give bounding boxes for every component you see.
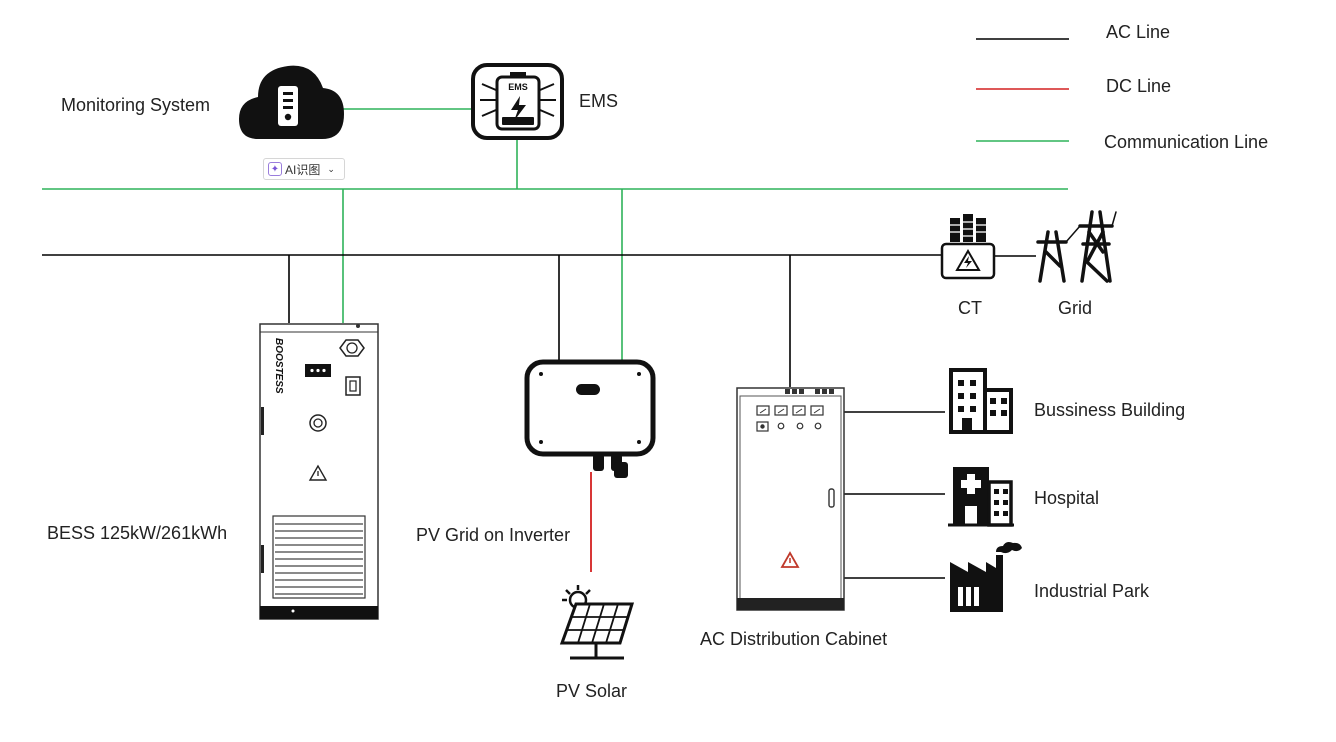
sparkle-icon: ✦ bbox=[268, 162, 282, 176]
ems-icon: EMS bbox=[471, 63, 564, 140]
solar-panel-icon bbox=[559, 585, 635, 660]
communication-lines bbox=[42, 108, 1068, 361]
ems-label: EMS bbox=[579, 91, 619, 111]
bess-label: BESS 125kW/261kWh bbox=[47, 523, 228, 543]
distribution-cabinet-icon bbox=[736, 387, 845, 611]
hospital-icon bbox=[948, 467, 1014, 527]
hospital-label: Hospital bbox=[1034, 488, 1100, 508]
transformer-icon bbox=[940, 214, 996, 280]
legend-ac-line-label: AC Line bbox=[1106, 22, 1171, 42]
chevron-down-icon: ⌄ bbox=[327, 163, 335, 174]
monitoring-system-label: Monitoring System bbox=[61, 95, 211, 115]
ac-cabinet-label: AC Distribution Cabinet bbox=[700, 629, 888, 649]
power-tower-icon bbox=[1036, 210, 1117, 283]
ai-recognize-button[interactable]: ✦ AI识图 ⌄ bbox=[263, 158, 345, 180]
office-building-icon bbox=[949, 368, 1013, 434]
ac-lines bbox=[42, 254, 1036, 579]
ai-recognize-label: AI识图 bbox=[285, 162, 321, 177]
ems-icon-text: EMS bbox=[508, 82, 528, 92]
grid-label: Grid bbox=[1058, 298, 1093, 318]
industrial-park-label: Industrial Park bbox=[1034, 581, 1150, 601]
bess-brand-text: BOOSTESS bbox=[273, 338, 284, 394]
cloud-server-icon bbox=[239, 65, 344, 139]
inverter-icon bbox=[524, 359, 656, 478]
business-building-label: Bussiness Building bbox=[1034, 400, 1186, 420]
pv-solar-label: PV Solar bbox=[556, 681, 628, 701]
legend-dc-line-label: DC Line bbox=[1106, 76, 1172, 96]
factory-icon bbox=[950, 542, 1022, 612]
ct-label: CT bbox=[958, 298, 982, 318]
bess-cabinet-icon: BOOSTESS bbox=[259, 323, 379, 620]
pv-inverter-label: PV Grid on Inverter bbox=[416, 525, 571, 545]
legend-communication-line-label: Communication Line bbox=[1104, 132, 1269, 152]
